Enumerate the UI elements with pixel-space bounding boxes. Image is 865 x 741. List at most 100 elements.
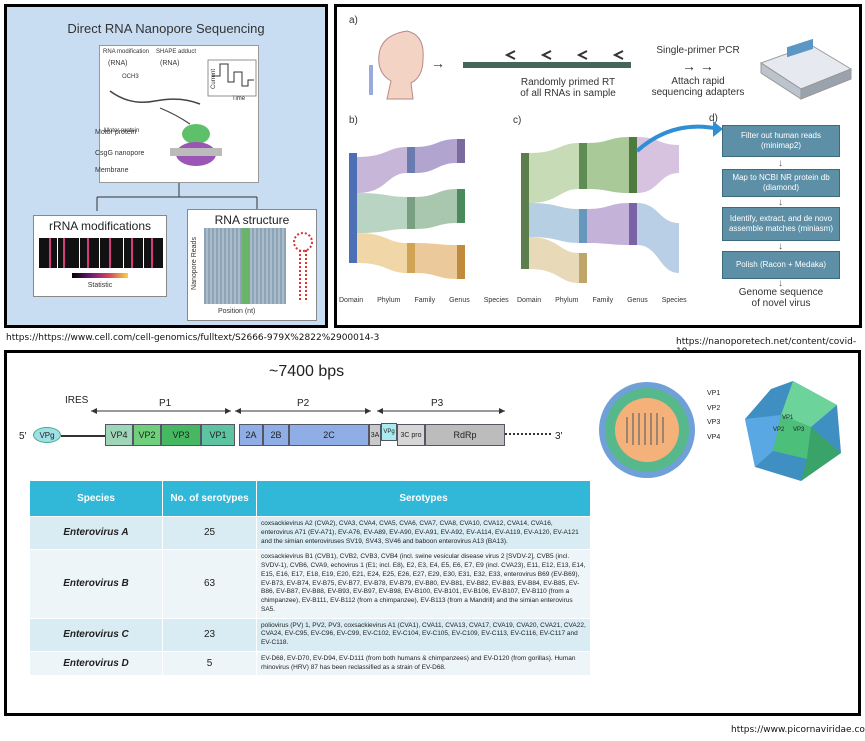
- covid-workflow-panel: a) → Randomly primed RT of all RNAs in s…: [334, 4, 862, 328]
- utr-line: [61, 435, 105, 437]
- segment-2c: 2C: [289, 424, 369, 446]
- capsid-label-vp2: VP2: [773, 427, 785, 433]
- flow-step-1: Filter out human reads (minimap2): [722, 125, 840, 157]
- row-species: Enterovirus A: [29, 515, 163, 551]
- segment-vp3: VP3: [161, 424, 201, 446]
- rna-label-1: (RNA): [108, 60, 128, 67]
- x-axis-label: Position (nt): [218, 308, 256, 315]
- capsid-label-vp1: VP1: [782, 415, 794, 421]
- enterovirus-serotype-table: Species No. of serotypes Serotypes Enter…: [29, 480, 591, 677]
- pcr-label: Single-primer PCR → → Attach rapid seque…: [644, 45, 752, 98]
- axis-b-species: Species: [483, 297, 509, 304]
- rrna-title: rRNA modifications: [48, 219, 152, 233]
- axis-c-family: Family: [592, 297, 614, 304]
- virion-label-vp1: VP1: [707, 390, 721, 397]
- label-a: a): [349, 15, 358, 26]
- virion-label-vp3: VP3: [707, 419, 721, 426]
- capsid-model: [745, 381, 841, 481]
- row-serotypes: EV-D68, EV-D70, EV-D94, EV-D111 (from bo…: [256, 650, 591, 677]
- reads-heatmap: [204, 228, 286, 304]
- axis-c: Domain Phylum Family Genus Species: [517, 297, 687, 304]
- flow-arrow-4: ↓: [778, 278, 783, 289]
- virion-label-vp2: VP2: [707, 404, 721, 412]
- label-b: b): [349, 115, 358, 126]
- table-header-row: Species No. of serotypes Serotypes: [29, 480, 591, 517]
- segment-3a: 3A: [369, 424, 381, 446]
- bps-label: ~7400 bps: [269, 363, 345, 380]
- five-prime: 5': [19, 431, 27, 442]
- rna-modification-label: RNA modification: [103, 49, 150, 55]
- genome-result-line2: of novel virus: [751, 298, 811, 309]
- row-serotypes: coxsackievirus B1 (CVB1), CVB2, CVB3, CV…: [256, 549, 591, 619]
- pcr-label-line1: Single-primer PCR: [656, 45, 740, 56]
- row-count: 25: [162, 515, 257, 551]
- segment-vpg: VPg: [381, 423, 397, 441]
- flow-arrow-1: ↓: [778, 158, 783, 169]
- axis-b-phylum: Phylum: [377, 297, 401, 304]
- genome-result: Genome sequence of novel virus: [722, 287, 840, 309]
- structure-title: RNA structure: [214, 213, 290, 227]
- human-head-icon: [369, 30, 424, 100]
- label-d: d): [709, 113, 718, 124]
- svg-text:Motor protein: Motor protein: [104, 128, 139, 134]
- header-serotype-count: No. of serotypes: [162, 480, 257, 517]
- rt-label: Randomly primed RT of all RNAs in sample: [513, 77, 623, 99]
- nanopore-schematic: RNA modification SHAPE adduct (RNA) (RNA…: [99, 45, 259, 183]
- polyprotein-brackets: [91, 408, 505, 414]
- virion-cross-section: [599, 382, 695, 478]
- axis-c-genus: Genus: [627, 297, 648, 304]
- axis-c-phylum: Phylum: [555, 297, 579, 304]
- flow-step-2: Map to NCBI NR protein db (diamond): [722, 169, 840, 197]
- capsid-label-vp3: VP3: [793, 427, 805, 433]
- caption-picornaviridae[interactable]: https://www.picornaviridae.com: [731, 725, 865, 735]
- axis-b: Domain Phylum Family Genus Species: [339, 297, 509, 304]
- segment-vp1: VP1: [201, 424, 235, 446]
- table-row: Enterovirus A 25 coxsackievirus A2 (CVA2…: [29, 515, 591, 551]
- segment-2b: 2B: [263, 424, 289, 446]
- axis-b-genus: Genus: [449, 297, 470, 304]
- flow-step-3: Identify, extract, and de novo assemble …: [722, 207, 840, 241]
- nanopore-drawing: Motor protein: [104, 59, 257, 166]
- pcr-arrows: → →: [682, 58, 714, 74]
- caption-cell-genomics[interactable]: https://https://www.cell.com/cell-genomi…: [6, 333, 380, 343]
- axis-c-domain: Domain: [517, 297, 542, 304]
- table-row: Enterovirus B 63 coxsackievirus B1 (CVB1…: [29, 549, 591, 619]
- flow-arrow-2: ↓: [778, 197, 783, 208]
- p1-label: P1: [159, 398, 172, 409]
- rna-strand: [463, 50, 631, 68]
- axis-b-family: Family: [414, 297, 436, 304]
- enterovirus-panel: ~7400 bps IRES P1 P2 P3 5' VPg VP4 VP2 V…: [4, 350, 861, 716]
- row-serotypes: poliovirus (PV) 1, PV2, PV3, coxsackievi…: [256, 617, 591, 652]
- rrna-heatmap: [39, 238, 163, 268]
- statistic-colorbar: [72, 273, 128, 278]
- minion-device-icon: [759, 38, 853, 100]
- rna-label-2: (RNA): [160, 60, 180, 67]
- virion-labels: VP1 VP2 VP3 VP4: [707, 387, 720, 445]
- ires-label: IRES: [65, 395, 89, 406]
- statistic-label: Statistic: [87, 282, 113, 289]
- membrane-label: Membrane: [95, 167, 129, 174]
- row-species: Enterovirus C: [29, 617, 163, 652]
- shape-adduct-label: SHAPE adduct: [156, 49, 197, 55]
- header-species: Species: [29, 480, 163, 517]
- segment-vp2: VP2: [133, 424, 161, 446]
- table-row: Enterovirus D 5 EV-D68, EV-D70, EV-D94, …: [29, 650, 591, 677]
- blue-curved-arrow: [635, 121, 723, 153]
- row-count: 23: [162, 617, 257, 652]
- rna-structure-box: RNA structure Nanopore Reads Position (n…: [187, 209, 317, 321]
- sankey-c: [521, 137, 679, 283]
- flow-step-4: Polish (Racon + Medaka): [722, 251, 840, 279]
- genome-result-line1: Genome sequence: [738, 287, 824, 298]
- segment-rdrp: RdRp: [425, 424, 505, 446]
- y-axis-label: Nanopore Reads: [190, 237, 198, 290]
- p2-label: P2: [297, 398, 310, 409]
- branch-lines: [96, 183, 258, 211]
- motor-protein-label: Motor protein: [95, 129, 137, 136]
- row-count: 63: [162, 549, 257, 619]
- time-label: Time: [232, 96, 246, 102]
- flow-arrow-3: ↓: [778, 241, 783, 252]
- header-serotypes: Serotypes: [256, 480, 591, 517]
- vpg-text: VPg: [39, 430, 55, 440]
- csgg-label: CsgG nanopore: [95, 150, 145, 157]
- panel1-title: Direct RNA Nanopore Sequencing: [67, 21, 265, 36]
